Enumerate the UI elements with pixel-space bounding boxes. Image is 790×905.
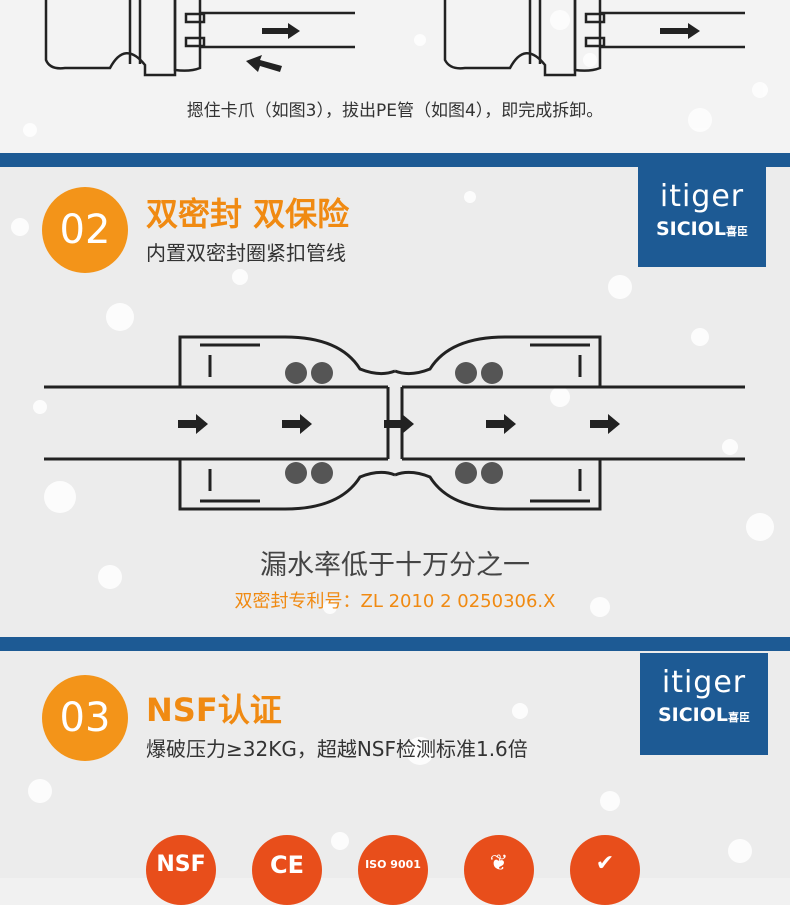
section-number-badge: 03 — [42, 675, 128, 761]
eco-leaf-badge: ❦ — [464, 835, 534, 905]
brand-logo-subtext: SICIOL喜臣 — [657, 704, 751, 726]
leaf-icon: ❦ — [489, 851, 509, 876]
section-title: NSF认证 — [146, 691, 282, 729]
section-number-badge: 02 — [42, 187, 128, 273]
section-subtitle: 内置双密封圈紧扣管线 — [146, 241, 346, 265]
water-drops-background — [28, 703, 752, 863]
section-title: 双密封 双保险 — [146, 195, 350, 233]
section-divider — [0, 637, 790, 651]
flow-arrow-icon — [384, 414, 414, 434]
water-drops-background — [11, 191, 774, 617]
leak-rate-caption: 漏水率低于十万分之一 — [260, 550, 530, 581]
quality-check-badge: ✔ — [570, 835, 640, 905]
arrow-right-icon — [262, 23, 300, 39]
arrow-right-icon — [660, 23, 700, 39]
top-section: 摁住卡爪（如图3），拔出PE管（如图4），即完成拆卸。 — [0, 0, 790, 153]
checkmark-icon: ✔ — [595, 851, 615, 876]
double-seal-diagram — [44, 335, 745, 511]
water-drops-background — [23, 10, 768, 137]
brand-logo: itiger SICIOL喜臣 — [638, 167, 766, 267]
section-subtitle: 爆破压力≥32KG，超越NSF检测标准1.6倍 — [146, 737, 528, 761]
iso-cert-badge: ISO 9001 — [358, 835, 428, 905]
brand-logo-text: itiger — [661, 665, 747, 700]
flow-arrow-icon — [178, 414, 208, 434]
nsf-cert-badge: NSF — [146, 835, 216, 905]
ce-cert-badge: CE — [252, 835, 322, 905]
disassembly-diagram — [44, 0, 745, 77]
flow-arrow-icon — [486, 414, 516, 434]
flow-arrow-icon — [282, 414, 312, 434]
section-nsf: 03 NSF认证 爆破压力≥32KG，超越NSF检测标准1.6倍 itiger … — [0, 651, 790, 878]
brand-logo-text: itiger — [659, 179, 745, 214]
arrow-left-icon — [246, 55, 282, 72]
flow-arrow-icon — [590, 414, 620, 434]
brand-logo-subtext: SICIOL喜臣 — [655, 218, 749, 240]
section-double-seal: 02 双密封 双保险 内置双密封圈紧扣管线 itiger SICIOL喜臣 — [0, 167, 790, 637]
section-divider — [0, 153, 790, 167]
brand-logo: itiger SICIOL喜臣 — [640, 653, 768, 755]
disassembly-caption: 摁住卡爪（如图3），拔出PE管（如图4），即完成拆卸。 — [186, 101, 604, 121]
patent-number: 双密封专利号：ZL 2010 2 0250306.X — [234, 591, 556, 612]
